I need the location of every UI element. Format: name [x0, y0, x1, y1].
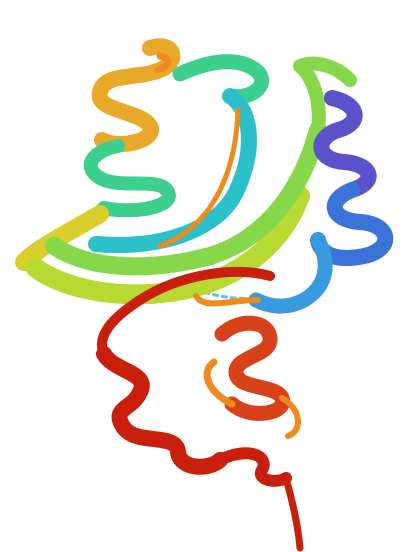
beta-sheet-left: [24, 64, 350, 295]
helix-teal: [91, 62, 262, 245]
helix-red-orange: [196, 296, 298, 436]
helix-yellow-orange: [100, 46, 173, 144]
